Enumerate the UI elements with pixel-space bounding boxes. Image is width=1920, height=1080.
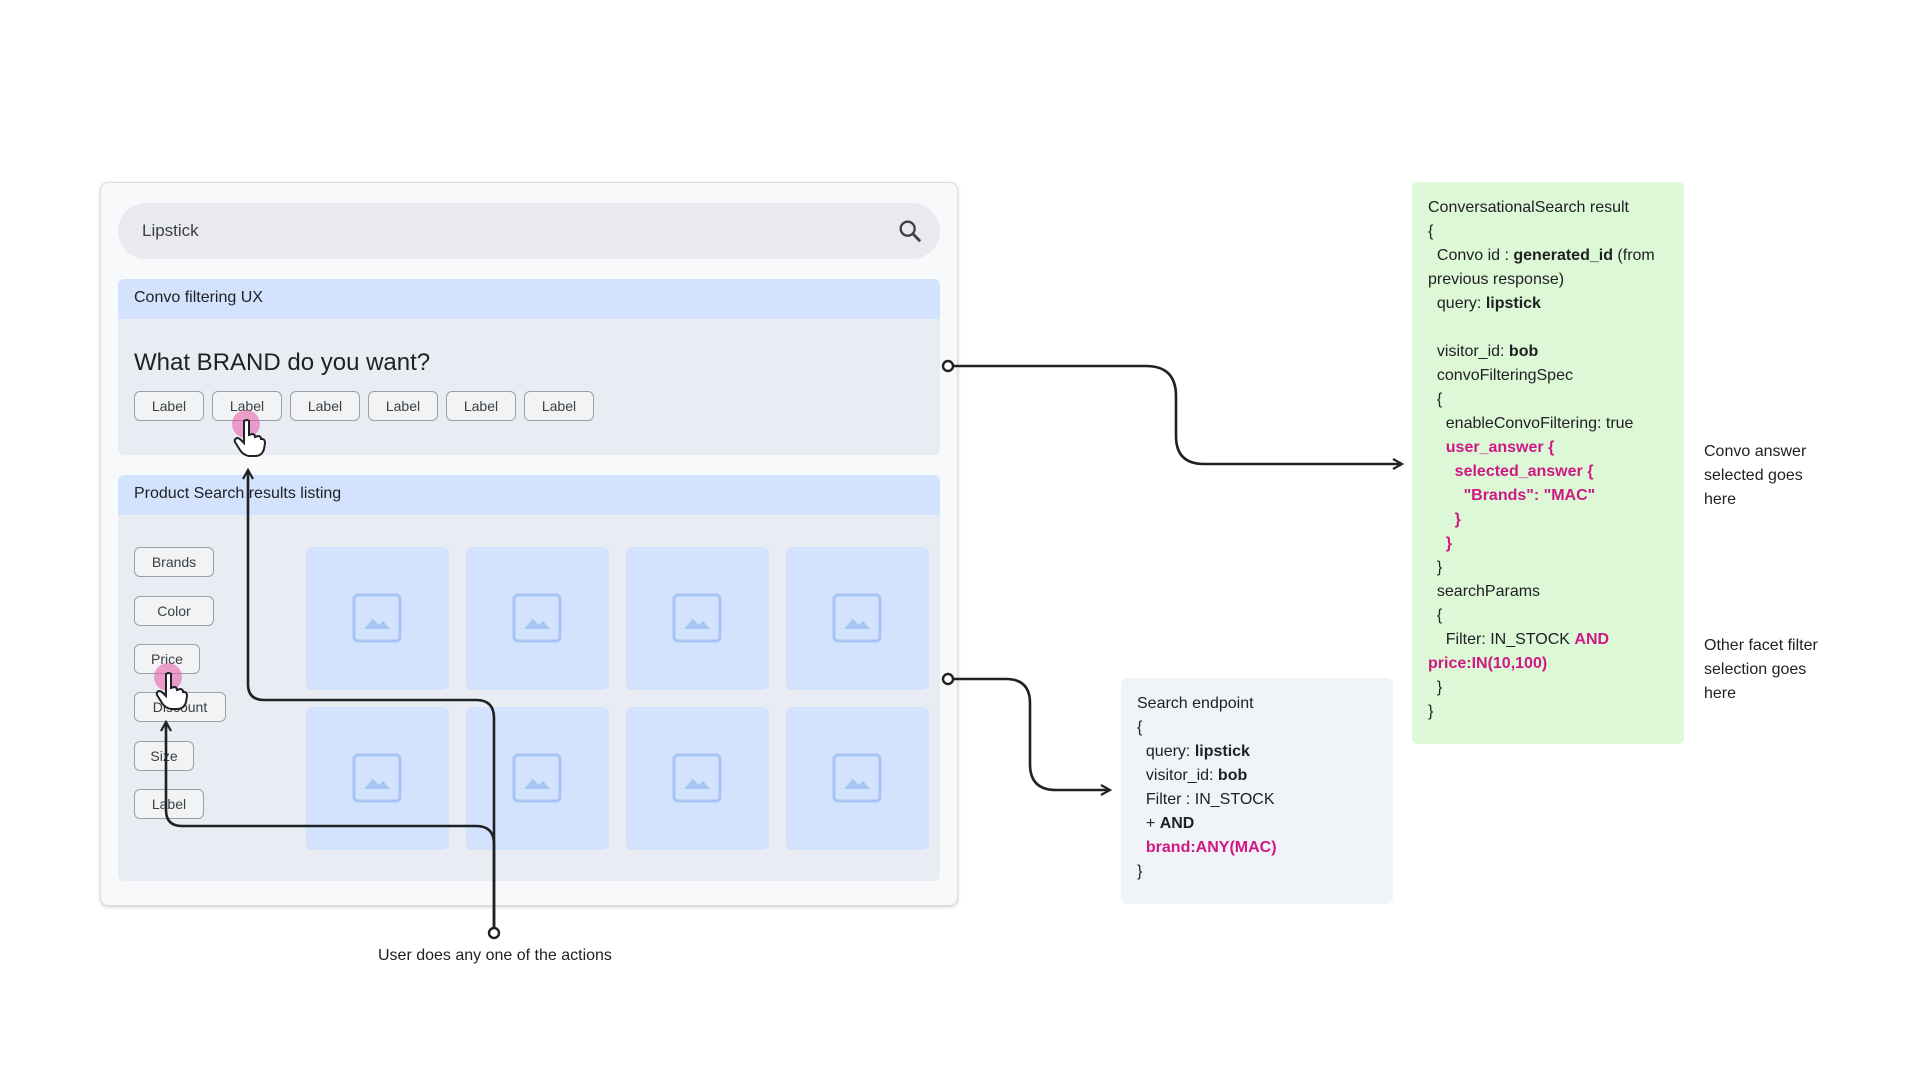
image-placeholder-icon — [352, 753, 402, 803]
product-results-panel: Product Search results listing Brands Co… — [118, 475, 940, 881]
pointer-hand-icon — [155, 672, 188, 710]
image-placeholder-icon — [672, 753, 722, 803]
search-endpoint-code: Search endpoint { query: lipstick visito… — [1137, 695, 1277, 880]
convo-result-code: ConversationalSearch result { Convo id :… — [1428, 199, 1655, 720]
convo-answer-chip[interactable]: Label — [290, 391, 360, 421]
convo-answer-chip[interactable]: Label — [446, 391, 516, 421]
product-tile[interactable] — [626, 707, 769, 850]
search-endpoint-box: Search endpoint { query: lipstick visito… — [1121, 678, 1393, 904]
image-placeholder-icon — [512, 593, 562, 643]
connector-origin-dot — [487, 926, 501, 940]
connector-origin-dot — [941, 672, 955, 686]
facet-chip-size[interactable]: Size — [134, 741, 194, 771]
convo-panel-header: Convo filtering UX — [118, 279, 940, 319]
note-convo-answer: Convo answer selected goes here — [1704, 443, 1807, 508]
convo-answer-chip[interactable]: Label — [134, 391, 204, 421]
facet-chip-color[interactable]: Color — [134, 596, 214, 626]
product-tile[interactable] — [306, 547, 449, 690]
connector-action-to-facet — [166, 722, 496, 932]
image-placeholder-icon — [352, 593, 402, 643]
product-tile[interactable] — [786, 707, 929, 850]
connector-action-to-chip — [248, 470, 496, 932]
connector-convo-to-result — [948, 364, 1402, 464]
results-panel-header: Product Search results listing — [118, 475, 940, 515]
search-bar[interactable]: Lipstick — [118, 203, 940, 259]
convo-question: What BRAND do you want? — [134, 349, 431, 376]
note-other-facet: Other facet filter selection goes here — [1704, 637, 1818, 702]
connector-origin-dot — [941, 359, 955, 373]
product-tile[interactable] — [466, 707, 609, 850]
pointer-hand-icon — [233, 419, 266, 457]
conversational-search-result: ConversationalSearch result { Convo id :… — [1412, 182, 1684, 744]
product-tile[interactable] — [626, 547, 769, 690]
convo-answer-chip[interactable]: Label — [524, 391, 594, 421]
image-placeholder-icon — [832, 593, 882, 643]
convo-answer-chip[interactable]: Label — [368, 391, 438, 421]
facet-chip-label[interactable]: Label — [134, 789, 204, 819]
product-tile[interactable] — [786, 547, 929, 690]
connector-results-to-endpoint — [948, 677, 1110, 790]
convo-panel-title: Convo filtering UX — [134, 289, 263, 306]
note-user-action: User does any one of the actions — [378, 947, 612, 964]
image-placeholder-icon — [832, 753, 882, 803]
search-input-value: Lipstick — [142, 221, 199, 240]
mock-ui-card: Lipstick Convo filtering UX What BRAND d… — [100, 182, 958, 906]
image-placeholder-icon — [512, 753, 562, 803]
image-placeholder-icon — [672, 593, 722, 643]
product-tile[interactable] — [466, 547, 609, 690]
convo-answer-chip[interactable]: Label — [212, 391, 282, 421]
search-icon[interactable] — [896, 217, 924, 245]
facet-chip-brands[interactable]: Brands — [134, 547, 214, 577]
results-panel-title: Product Search results listing — [134, 485, 342, 502]
